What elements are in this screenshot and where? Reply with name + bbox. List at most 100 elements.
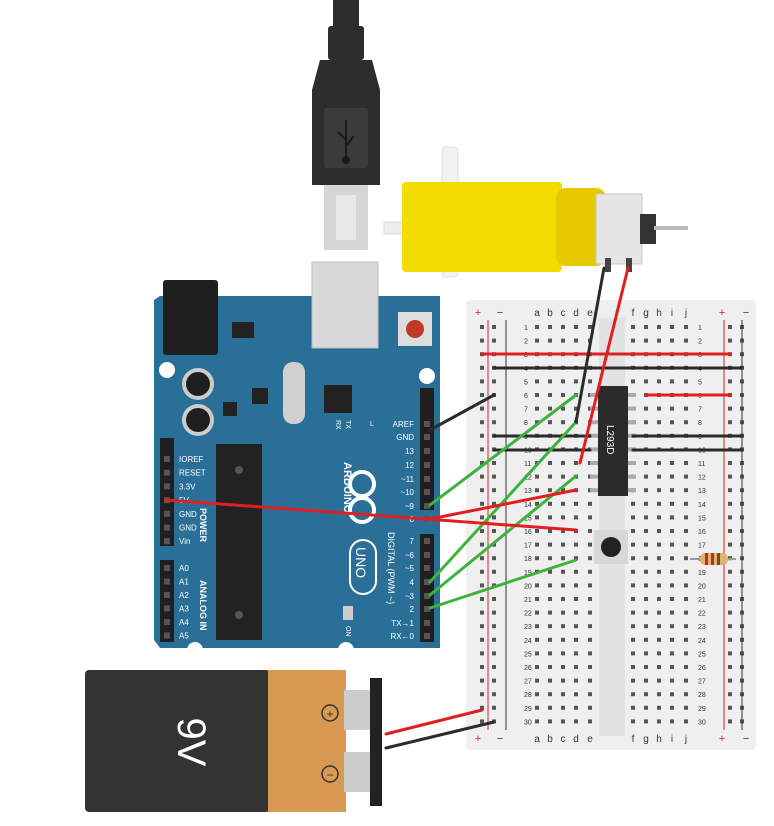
wire-green[interactable]	[428, 558, 578, 610]
rail-hole[interactable]	[728, 338, 732, 343]
breadboard-hole[interactable]	[588, 692, 592, 697]
breadboard-hole[interactable]	[588, 556, 592, 561]
rail-hole[interactable]	[492, 461, 496, 465]
breadboard-hole[interactable]	[561, 719, 565, 724]
rail-hole[interactable]	[728, 610, 732, 615]
analog-pin[interactable]	[164, 605, 170, 612]
breadboard-hole[interactable]	[644, 474, 648, 479]
rail-hole[interactable]	[492, 515, 496, 520]
breadboard-hole[interactable]	[588, 325, 592, 329]
digital-pin[interactable]	[424, 579, 430, 585]
breadboard-hole[interactable]	[670, 665, 674, 669]
breadboard-hole[interactable]	[657, 515, 661, 520]
breadboard-hole[interactable]	[588, 529, 592, 533]
breadboard-hole[interactable]	[535, 651, 539, 656]
rail-hole[interactable]	[480, 379, 484, 384]
breadboard-hole[interactable]	[657, 610, 661, 615]
breadboard-hole[interactable]	[561, 406, 565, 411]
breadboard-hole[interactable]	[670, 501, 674, 506]
breadboard-hole[interactable]	[631, 678, 635, 683]
breadboard-hole[interactable]	[684, 529, 688, 533]
rail-hole[interactable]	[492, 678, 496, 683]
breadboard-hole[interactable]	[631, 665, 635, 669]
breadboard-hole[interactable]	[670, 651, 674, 656]
breadboard-hole[interactable]	[684, 542, 688, 547]
breadboard-hole[interactable]	[670, 556, 674, 561]
rail-hole[interactable]	[480, 474, 484, 479]
breadboard-hole[interactable]	[548, 705, 552, 710]
power-pin[interactable]	[164, 469, 170, 476]
digital-pin[interactable]	[424, 593, 430, 599]
breadboard-hole[interactable]	[548, 637, 552, 642]
breadboard-hole[interactable]	[535, 597, 539, 601]
rail-hole[interactable]	[480, 501, 484, 506]
breadboard-hole[interactable]	[657, 461, 661, 465]
breadboard-hole[interactable]	[548, 406, 552, 411]
breadboard-hole[interactable]	[670, 542, 674, 547]
rail-hole[interactable]	[728, 501, 732, 506]
rail-hole[interactable]	[480, 597, 484, 601]
breadboard-hole[interactable]	[644, 624, 648, 629]
breadboard-hole[interactable]	[588, 569, 592, 574]
rail-hole[interactable]	[728, 665, 732, 669]
breadboard-hole[interactable]	[574, 678, 578, 683]
breadboard-hole[interactable]	[670, 624, 674, 629]
breadboard-hole[interactable]	[535, 719, 539, 724]
rail-hole[interactable]	[480, 433, 484, 438]
breadboard-hole[interactable]	[631, 501, 635, 506]
breadboard-hole[interactable]	[574, 637, 578, 642]
breadboard-hole[interactable]	[644, 637, 648, 642]
breadboard-hole[interactable]	[535, 501, 539, 506]
breadboard-hole[interactable]	[657, 542, 661, 547]
breadboard-hole[interactable]	[670, 406, 674, 411]
power-pin[interactable]	[164, 538, 170, 545]
breadboard-hole[interactable]	[574, 610, 578, 615]
breadboard-hole[interactable]	[574, 325, 578, 329]
breadboard-hole[interactable]	[588, 542, 592, 547]
breadboard-hole[interactable]	[684, 338, 688, 343]
breadboard-hole[interactable]	[535, 474, 539, 479]
breadboard-hole[interactable]	[670, 474, 674, 479]
breadboard-hole[interactable]	[574, 501, 578, 506]
breadboard-hole[interactable]	[657, 665, 661, 669]
rail-hole[interactable]	[492, 624, 496, 629]
breadboard-hole[interactable]	[657, 556, 661, 561]
breadboard-hole[interactable]	[588, 665, 592, 669]
rail-hole[interactable]	[480, 556, 484, 561]
breadboard-hole[interactable]	[535, 515, 539, 520]
breadboard-hole[interactable]	[574, 665, 578, 669]
rail-hole[interactable]	[492, 501, 496, 506]
rail-hole[interactable]	[492, 474, 496, 479]
breadboard-hole[interactable]	[548, 379, 552, 384]
breadboard-hole[interactable]	[561, 515, 565, 520]
wire-green[interactable]	[428, 393, 578, 507]
rail-hole[interactable]	[728, 569, 732, 574]
breadboard-hole[interactable]	[535, 583, 539, 588]
rail-hole[interactable]	[728, 542, 732, 547]
breadboard-hole[interactable]	[631, 719, 635, 724]
rail-hole[interactable]	[480, 705, 484, 710]
breadboard-hole[interactable]	[657, 529, 661, 533]
breadboard-hole[interactable]	[684, 597, 688, 601]
breadboard-hole[interactable]	[548, 325, 552, 329]
breadboard-hole[interactable]	[548, 474, 552, 479]
breadboard-hole[interactable]	[548, 488, 552, 493]
breadboard-hole[interactable]	[561, 338, 565, 343]
breadboard-hole[interactable]	[670, 610, 674, 615]
breadboard-hole[interactable]	[548, 556, 552, 561]
breadboard-hole[interactable]	[644, 406, 648, 411]
breadboard-hole[interactable]	[684, 678, 688, 683]
breadboard-hole[interactable]	[684, 637, 688, 642]
breadboard-hole[interactable]	[670, 325, 674, 329]
breadboard-hole[interactable]	[631, 624, 635, 629]
breadboard-hole[interactable]	[684, 583, 688, 588]
breadboard-hole[interactable]	[548, 420, 552, 425]
breadboard-hole[interactable]	[670, 597, 674, 601]
breadboard-hole[interactable]	[588, 597, 592, 601]
breadboard-hole[interactable]	[644, 569, 648, 574]
breadboard-hole[interactable]	[631, 338, 635, 343]
breadboard-hole[interactable]	[631, 597, 635, 601]
power-pin[interactable]	[164, 456, 170, 462]
breadboard-hole[interactable]	[684, 719, 688, 724]
breadboard-hole[interactable]	[561, 624, 565, 629]
